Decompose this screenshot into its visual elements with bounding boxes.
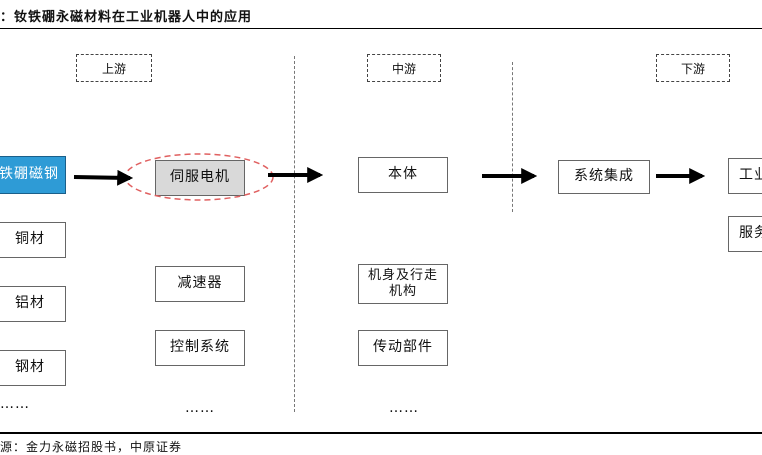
stage-downstream-label: 下游 bbox=[656, 54, 730, 82]
materials-more: …… bbox=[0, 396, 30, 412]
midstream-transmission-parts: 传动部件 bbox=[358, 330, 448, 366]
downstream-industrial: 工业 bbox=[728, 158, 762, 194]
figure-title: ：钕铁硼永磁材料在工业机器人中的应用 bbox=[0, 10, 253, 25]
component-reducer: 减速器 bbox=[155, 266, 245, 302]
component-control-system: 控制系统 bbox=[155, 330, 245, 366]
midstream-more: …… bbox=[389, 400, 419, 416]
material-aluminum: 铝材 bbox=[0, 286, 66, 322]
components-more: …… bbox=[185, 400, 215, 416]
top-rule bbox=[0, 28, 762, 29]
component-servo-motor: 伺服电机 bbox=[155, 160, 245, 196]
bottom-rule bbox=[0, 432, 762, 434]
material-steel: 钢材 bbox=[0, 350, 66, 386]
source-note: 源：金力永磁招股书，中原证券 bbox=[0, 440, 183, 454]
downstream-system-integration: 系统集成 bbox=[558, 160, 650, 194]
separator-up-mid bbox=[294, 56, 295, 412]
midstream-frame-walking-mechanism: 机身及行走机构 bbox=[358, 264, 448, 304]
servo-motor-highlight-ellipse bbox=[124, 153, 274, 201]
material-ndfeb-magnet: 铁硼磁钢 bbox=[0, 156, 66, 194]
arrow-material-to-servo bbox=[73, 169, 134, 186]
downstream-service: 服务 bbox=[728, 216, 762, 252]
stage-midstream-label: 中游 bbox=[367, 54, 441, 82]
material-copper: 铜材 bbox=[0, 222, 66, 258]
separator-mid-down bbox=[512, 62, 513, 212]
midstream-body: 本体 bbox=[358, 157, 448, 193]
stage-upstream-label: 上游 bbox=[76, 54, 152, 82]
